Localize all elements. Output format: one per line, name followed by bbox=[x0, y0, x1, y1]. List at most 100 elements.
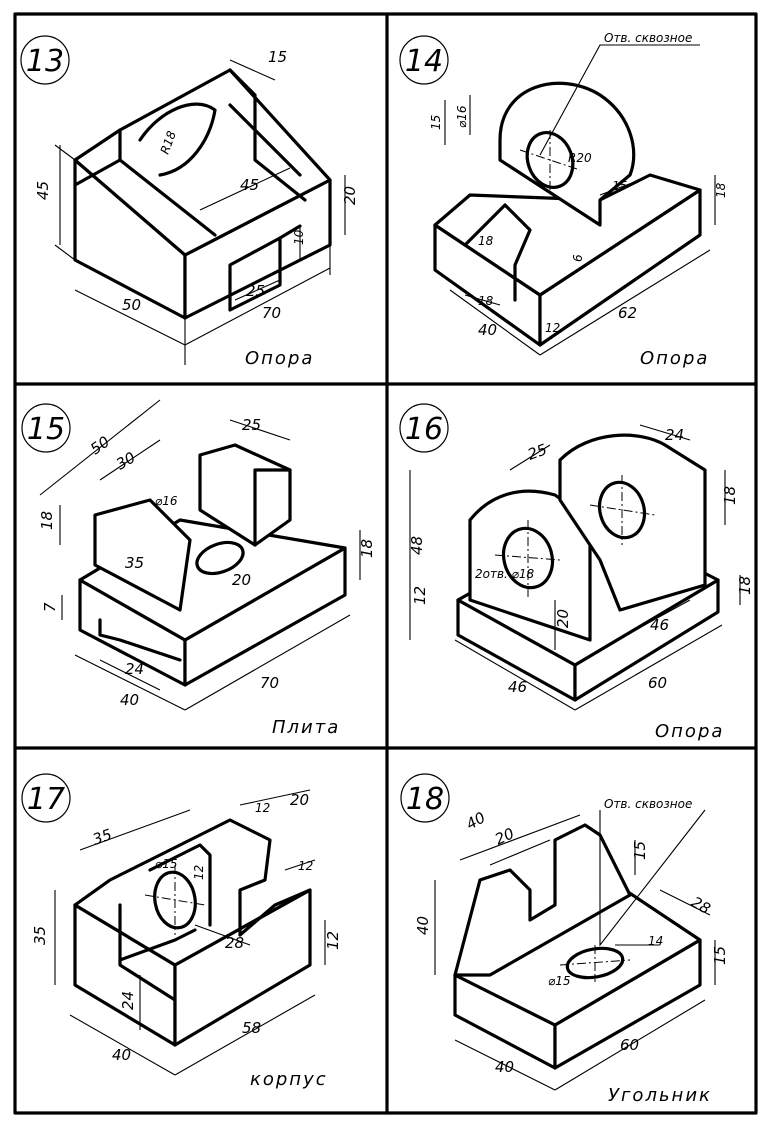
panel-14: 14 Отв. сквозное 15 ⌀16 R20 15 18 18 18 … bbox=[399, 31, 728, 369]
dim-label: 30 bbox=[113, 448, 139, 473]
dim-label: 20 bbox=[290, 791, 309, 809]
dim-label: 18 bbox=[721, 486, 739, 505]
dim-label: 60 bbox=[648, 674, 667, 692]
dim-label: 25 bbox=[525, 440, 549, 463]
dim-label: 20 bbox=[492, 824, 517, 848]
dim-label: 18 bbox=[38, 511, 56, 530]
dim-label: 35 bbox=[125, 554, 144, 572]
dim-label: 7 bbox=[41, 602, 59, 612]
dim-label: 70 bbox=[260, 674, 279, 692]
dim-label: ⌀15 bbox=[155, 857, 178, 871]
dim-label: 45 bbox=[240, 176, 259, 194]
dim-label: 12 bbox=[255, 801, 270, 815]
panel-14-number-circle bbox=[399, 35, 449, 85]
frame bbox=[13, 12, 758, 1115]
panel-17-number: 17 bbox=[27, 782, 65, 817]
dim-label: 15 bbox=[711, 946, 729, 965]
dim-label: R20 bbox=[568, 151, 592, 165]
part-15-geometry bbox=[78, 443, 347, 687]
dim-label: 24 bbox=[119, 991, 137, 1010]
dim-label: 40 bbox=[478, 321, 497, 339]
dim-label: 14 bbox=[648, 934, 663, 948]
dim-label: 20 bbox=[341, 186, 359, 205]
dim-label: 20 bbox=[232, 571, 251, 589]
panel-16-title: Опора bbox=[655, 721, 724, 742]
panel-13-title: Опора bbox=[245, 348, 314, 369]
dim-label: 12 bbox=[545, 321, 560, 335]
panel-18-number: 18 bbox=[406, 782, 444, 817]
dim-label: ⌀15 bbox=[548, 974, 571, 988]
dim-label: 12 bbox=[298, 859, 313, 873]
panel-13-number: 13 bbox=[26, 44, 64, 79]
panel-15-number: 15 bbox=[27, 412, 65, 447]
dim-label: 18 bbox=[714, 182, 728, 198]
part-18-dims bbox=[434, 809, 716, 1091]
dim-label: 46 bbox=[508, 678, 527, 696]
dim-label: 35 bbox=[90, 825, 114, 848]
panel-18-title: Угольник bbox=[608, 1085, 712, 1106]
part-14-dims bbox=[444, 44, 716, 356]
hole-note: Отв. сквозное bbox=[604, 31, 692, 45]
dim-label: 46 bbox=[650, 616, 669, 634]
panel-16: 16 25 24 48 18 12 2отв. ⌀18 20 18 46 46 … bbox=[399, 403, 754, 742]
dim-label: 24 bbox=[665, 426, 684, 444]
dim-label: 35 bbox=[31, 926, 49, 945]
dim-label: 70 bbox=[262, 304, 281, 322]
part-16-dims bbox=[409, 424, 741, 711]
panel-18: 18 Отв. сквозное 40 20 15 28 40 14 ⌀15 1… bbox=[400, 773, 729, 1106]
dim-label: 40 bbox=[495, 1058, 514, 1076]
panel-17: 17 35 20 12 ⌀15 12 12 35 28 24 12 40 58 … bbox=[21, 773, 342, 1090]
dim-label: 2отв. ⌀18 bbox=[475, 567, 535, 581]
dim-label: 45 bbox=[34, 181, 52, 200]
hole-note: Отв. сквозное bbox=[604, 797, 692, 811]
panel-15: 15 50 30 25 ⌀16 18 35 20 18 7 24 40 70 П… bbox=[21, 399, 376, 738]
dim-label: 58 bbox=[242, 1019, 261, 1037]
part-14-geometry bbox=[433, 81, 702, 347]
panel-16-number-circle bbox=[399, 403, 449, 453]
part-15-dims bbox=[39, 399, 361, 711]
panel-17-title: корпус bbox=[250, 1069, 328, 1090]
dim-label: 15 bbox=[612, 179, 627, 193]
dim-label: 40 bbox=[414, 916, 432, 935]
dim-label: 40 bbox=[120, 691, 139, 709]
panel-13-number-circle bbox=[20, 35, 70, 85]
dim-label: 18 bbox=[358, 539, 376, 558]
dim-label: 15 bbox=[631, 841, 649, 860]
dim-label: 12 bbox=[411, 586, 429, 605]
panel-15-title: Плита bbox=[272, 717, 340, 738]
dim-label: 10 bbox=[292, 229, 306, 245]
dim-label: 25 bbox=[242, 416, 261, 434]
panel-14-title: Опора bbox=[640, 348, 709, 369]
dim-label: 40 bbox=[463, 808, 489, 833]
dim-label: 48 bbox=[408, 536, 426, 555]
dim-label: 18 bbox=[478, 294, 494, 308]
dim-label: 28 bbox=[225, 934, 244, 952]
dim-label: 40 bbox=[112, 1046, 131, 1064]
dim-label: 24 bbox=[125, 660, 144, 678]
dim-label: ⌀16 bbox=[155, 494, 178, 508]
panel-16-number: 16 bbox=[405, 412, 443, 447]
part-18-geometry bbox=[453, 823, 702, 1070]
dim-label: 6 bbox=[571, 254, 585, 262]
panel-18-number-circle bbox=[400, 773, 450, 823]
part-16-geometry bbox=[456, 433, 720, 702]
dim-label: 50 bbox=[122, 296, 141, 314]
dim-label: 18 bbox=[478, 234, 494, 248]
dim-label: ⌀16 bbox=[455, 105, 469, 128]
panel-13: 13 15 R18 45 45 20 10 25 50 70 Опора bbox=[20, 35, 359, 369]
part-13-dims bbox=[54, 59, 346, 365]
panel-17-number-circle bbox=[21, 773, 71, 823]
dim-label: 62 bbox=[618, 304, 637, 322]
part-17-geometry bbox=[73, 818, 312, 1047]
dim-label: 18 bbox=[736, 576, 754, 595]
part-17-dims bbox=[54, 789, 326, 1076]
dim-label: 20 bbox=[554, 609, 572, 628]
dim-label: 25 bbox=[246, 282, 265, 300]
dim-label: 12 bbox=[192, 865, 206, 880]
dim-label: 12 bbox=[324, 931, 342, 950]
dim-label: 15 bbox=[268, 48, 287, 66]
dim-label: 60 bbox=[620, 1036, 639, 1054]
dim-label: 15 bbox=[429, 115, 443, 130]
part-13-geometry bbox=[73, 68, 332, 320]
